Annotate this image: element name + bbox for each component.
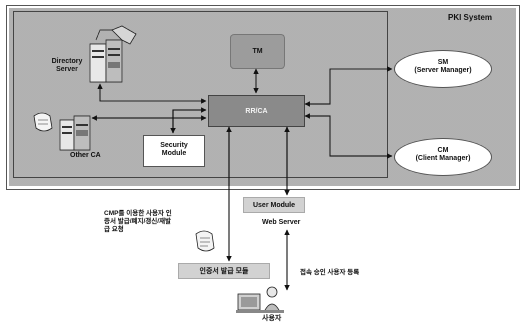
user-computer-icon [236, 287, 284, 313]
connector-directory-rrca [100, 84, 206, 101]
connector-cm-rrca [305, 116, 392, 156]
other-ca-icon [34, 113, 90, 150]
directory-server-icon [90, 26, 136, 82]
connector-security-rrca [173, 110, 206, 133]
connector-sm-rrca [305, 69, 392, 104]
certificate-scroll-icon [196, 231, 214, 251]
